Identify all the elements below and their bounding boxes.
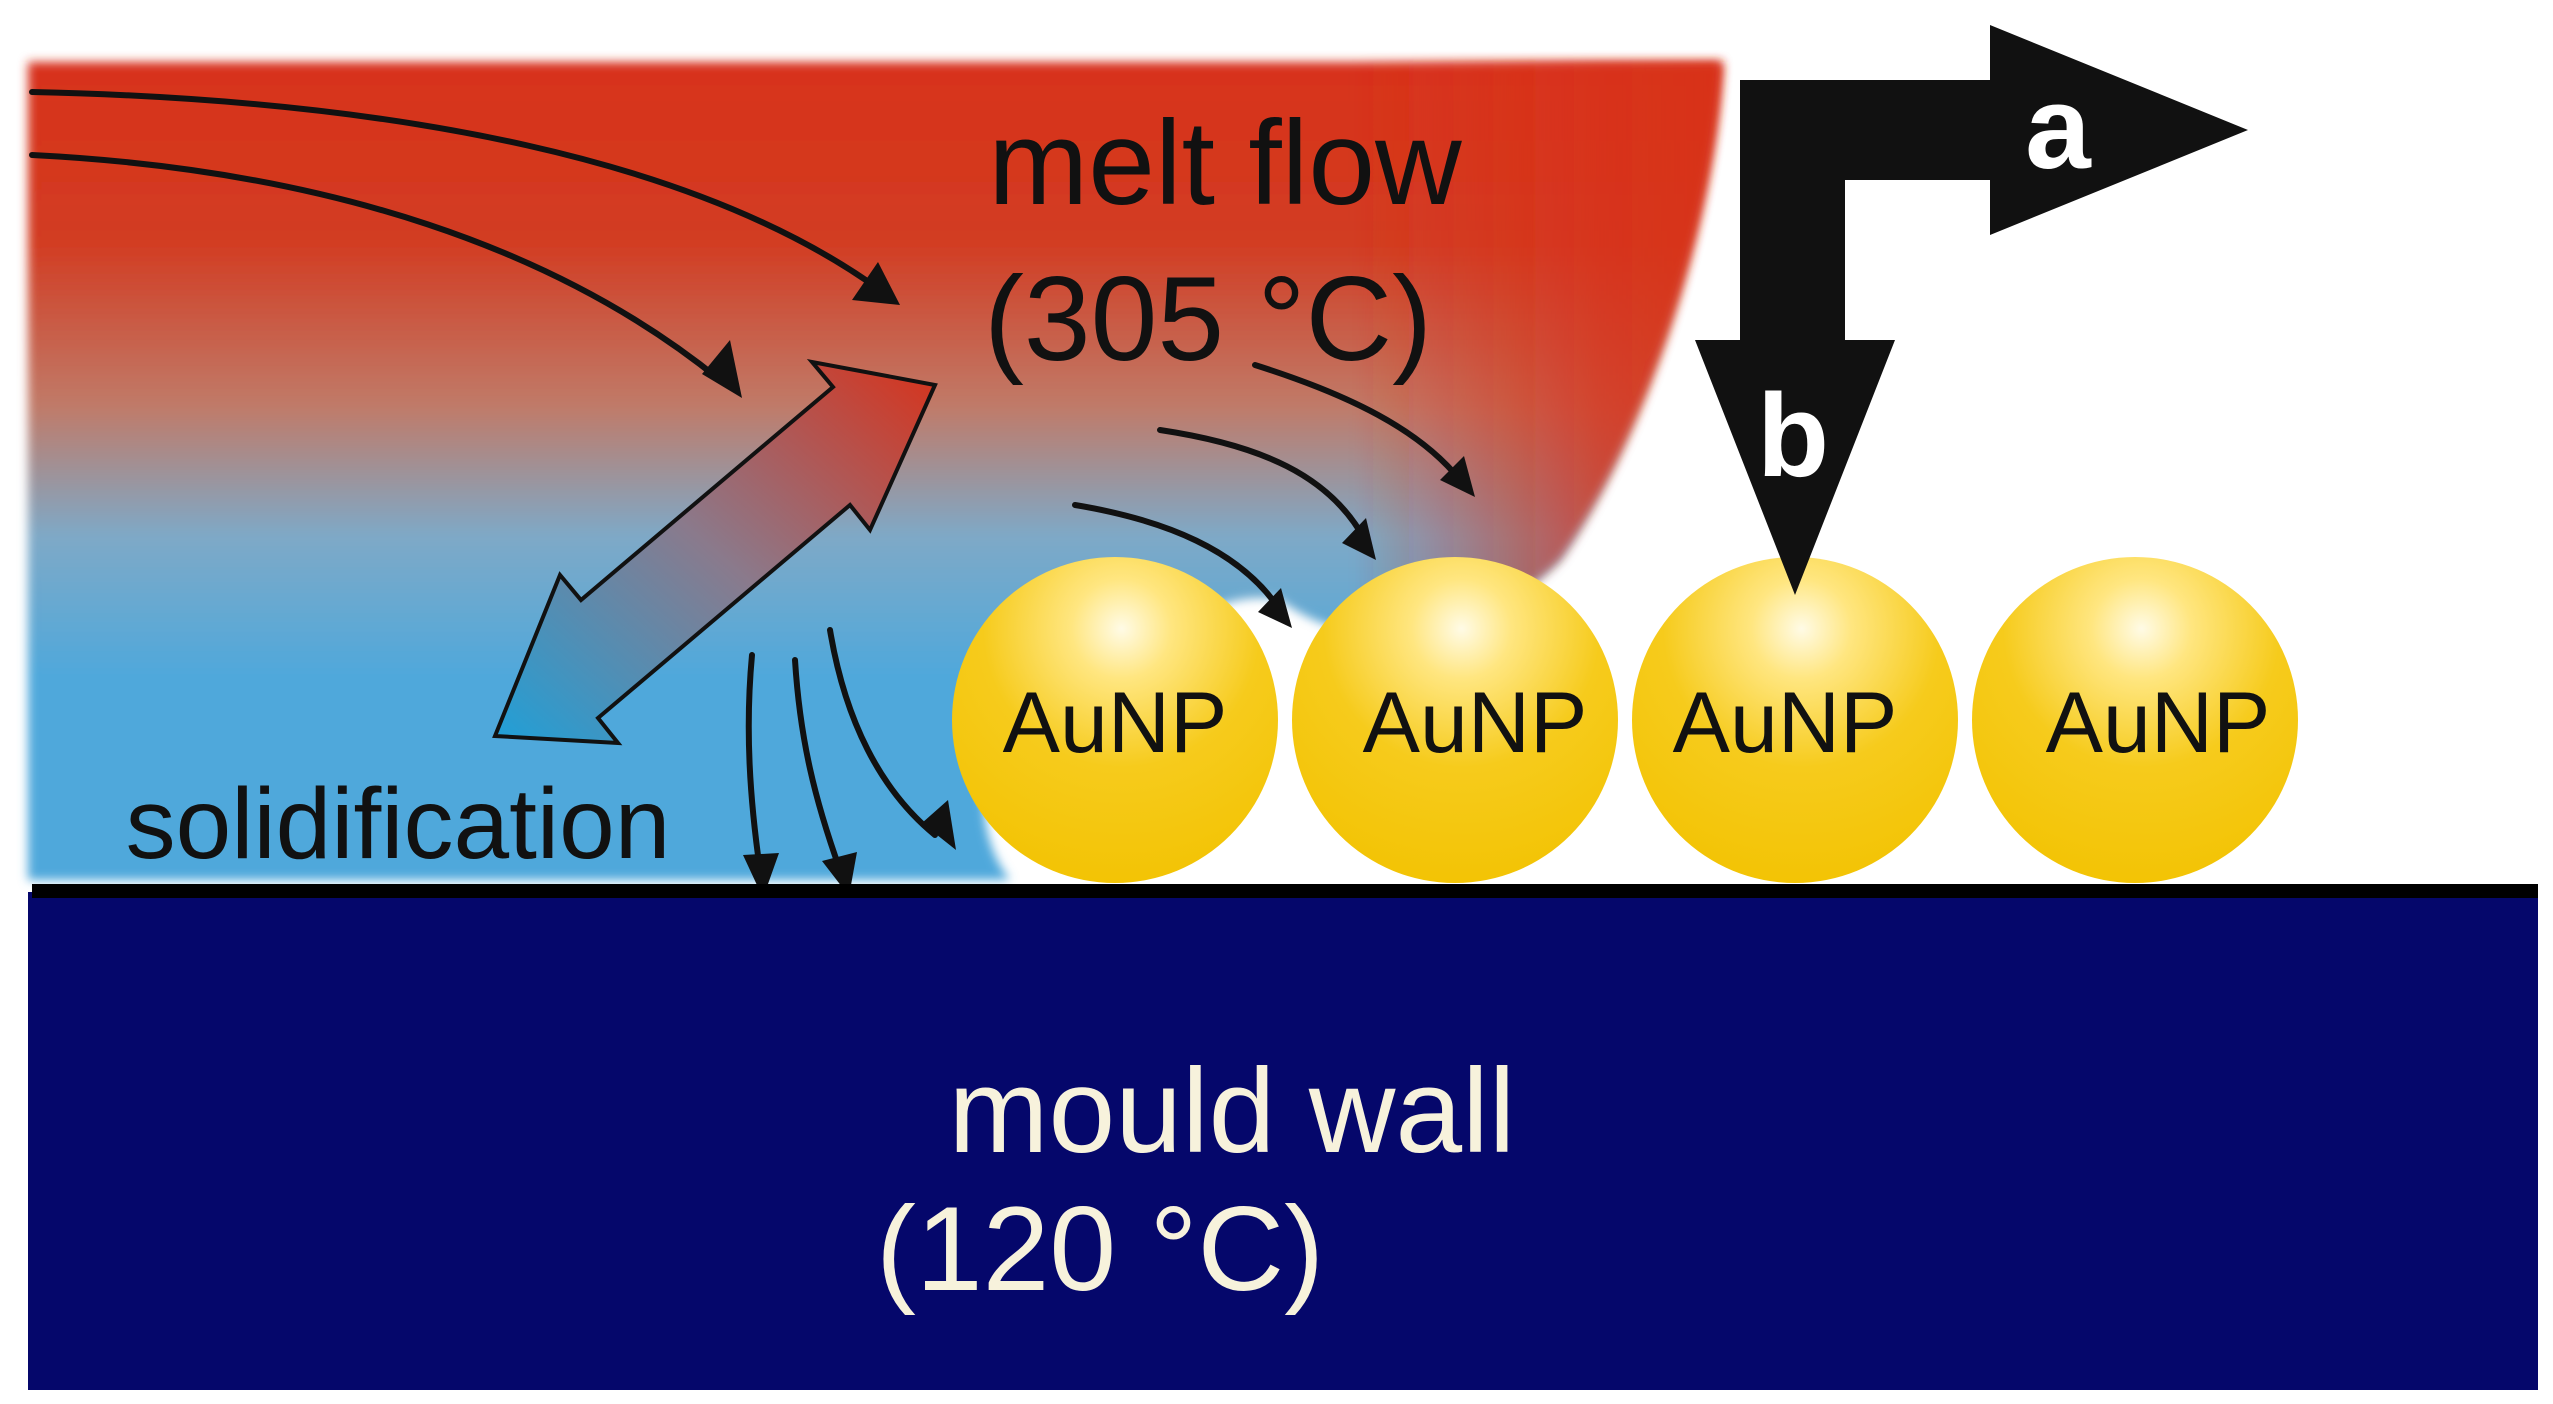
nanoparticle-label: AuNP (1673, 675, 1898, 771)
nanoparticle: AuNP (1632, 557, 1958, 883)
curved-arrow-icon (1252, 362, 1463, 483)
curved-arrow-icon (29, 152, 723, 383)
melt-flow-temperature: (305 °C) (984, 252, 1432, 386)
direction-arrow (1695, 25, 2248, 595)
mould-wall: mould wall (120 °C) (28, 884, 2538, 1390)
curved-arrow-icon (827, 627, 938, 838)
mould-wall-temperature: (120 °C) (876, 1182, 1324, 1316)
nanoparticles: AuNP AuNP AuNP AuNP (952, 557, 2298, 883)
nanoparticle-sphere (1292, 557, 1618, 883)
nanoparticle: AuNP (952, 557, 1278, 883)
arrowhead-icon (743, 853, 779, 898)
curved-arrow-icon (1072, 502, 1283, 613)
arrowhead-icon (1258, 588, 1292, 628)
nanoparticle-sphere (952, 557, 1278, 883)
arrowhead-icon (922, 800, 956, 850)
nanoparticle: AuNP (1292, 557, 1618, 883)
melt-flow-label: melt flow (988, 96, 1462, 230)
elbow-arrow-icon: a b (1695, 25, 2248, 595)
curved-arrow-icon (29, 89, 883, 293)
melt-hot-edge (900, 62, 1722, 635)
mould-wall-body (28, 892, 2538, 1390)
wall-surface-line (32, 884, 2538, 898)
nanoparticle-label: AuNP (2046, 675, 2271, 771)
curved-arrow-icon (792, 657, 843, 873)
mould-wall-label: mould wall (949, 1044, 1516, 1178)
heat-exchange-arrow (492, 359, 938, 746)
curved-arrow-icon (745, 652, 763, 873)
nanoparticle: AuNP (1972, 557, 2298, 883)
nanoparticle-label: AuNP (1363, 675, 1588, 771)
arrowhead-icon (1342, 518, 1376, 560)
nanoparticle-sphere (1972, 557, 2298, 883)
solidification-label: solidification (126, 768, 671, 880)
arrowhead-icon (852, 262, 900, 305)
direction-b-label: b (1757, 370, 1829, 502)
nanoparticle-sphere (1632, 557, 1958, 883)
direction-a-label: a (2025, 62, 2092, 194)
nanoparticle-label: AuNP (1003, 675, 1228, 771)
double-headed-arrow-icon (492, 359, 938, 746)
arrowhead-icon (702, 340, 742, 398)
curved-arrow-icon (1157, 427, 1368, 543)
arrowhead-icon (1440, 456, 1475, 497)
flow-arrows (29, 89, 1463, 873)
